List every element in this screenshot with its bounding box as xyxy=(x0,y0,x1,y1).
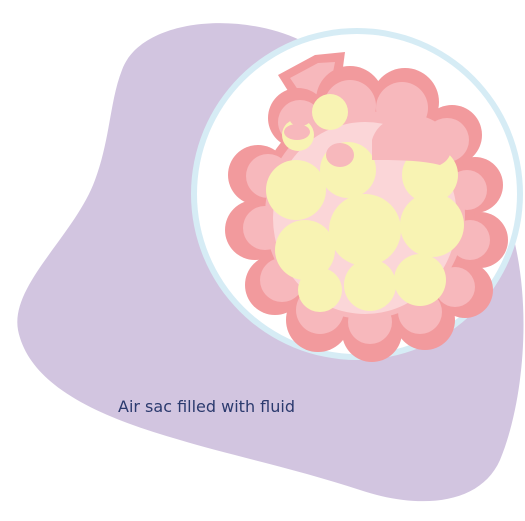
air-sac xyxy=(266,160,326,220)
caption-label: Air sac filled with fluid xyxy=(118,398,295,416)
air-pocket xyxy=(290,114,310,126)
air-sac xyxy=(329,194,401,266)
air-sac xyxy=(298,268,342,312)
air-sac xyxy=(394,254,446,306)
air-sac xyxy=(344,259,396,311)
air-pocket xyxy=(326,143,354,167)
air-sac xyxy=(312,94,348,130)
air-pocket xyxy=(284,124,310,140)
